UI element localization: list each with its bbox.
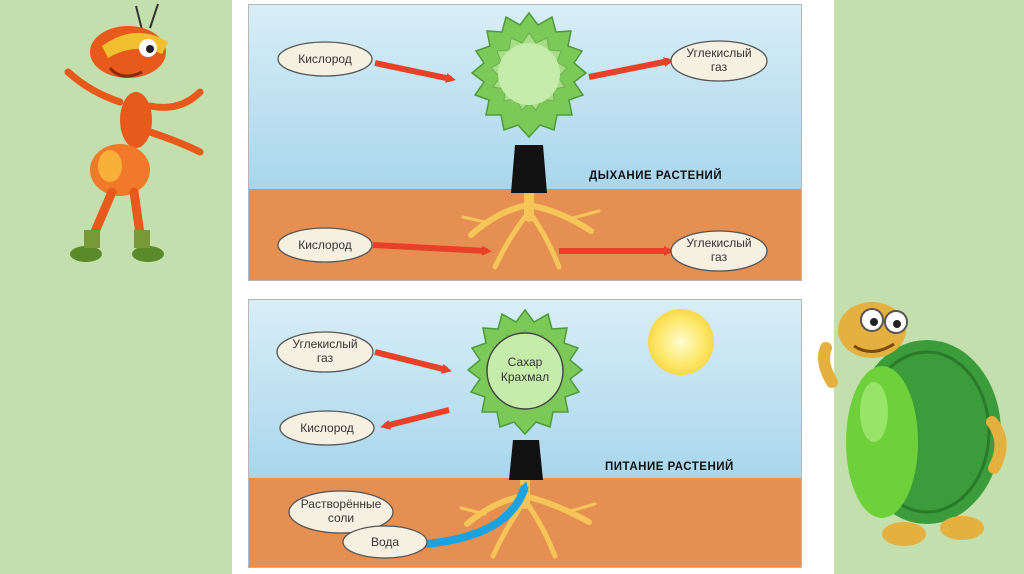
arrow-leaves-to-oxygen bbox=[380, 407, 450, 430]
respiration-caption: ДЫХАНИЕ РАСТЕНИЙ bbox=[589, 169, 722, 182]
oxygen-leaves-oval: Кислород bbox=[277, 41, 373, 77]
trunk bbox=[511, 145, 547, 193]
respiration-panel: Кислород Углекислый газ Кислород Углекис… bbox=[248, 4, 802, 281]
trunk bbox=[509, 440, 543, 480]
arrow-oxygen-to-leaves bbox=[374, 60, 456, 83]
nutrition-caption: ПИТАНИЕ РАСТЕНИЙ bbox=[605, 460, 734, 473]
arrow-oxygen-to-roots bbox=[372, 242, 492, 256]
turtle-character-illustration bbox=[818, 302, 1007, 546]
svg-text:Углекислый: Углекислый bbox=[686, 236, 751, 250]
co2-leaves-oval: Углекислый газ bbox=[670, 40, 768, 82]
svg-text:Вода: Вода bbox=[371, 535, 399, 549]
svg-text:Кислород: Кислород bbox=[298, 52, 352, 66]
co2-roots-oval: Углекислый газ bbox=[670, 230, 768, 272]
svg-text:Растворённые: Растворённые bbox=[301, 497, 382, 511]
svg-text:газ: газ bbox=[711, 60, 728, 74]
crown-label-starch: Крахмал bbox=[501, 370, 549, 384]
arrow-leaves-to-co2 bbox=[588, 57, 674, 80]
svg-text:Углекислый: Углекислый bbox=[292, 337, 357, 351]
svg-text:соли: соли bbox=[328, 511, 354, 525]
arrow-co2-to-leaves bbox=[374, 349, 452, 374]
co2-input-oval: Углекислый газ bbox=[276, 331, 374, 373]
nutrition-panel: Сахар Крахмал Углекислый газ Кислород Ра… bbox=[248, 299, 802, 568]
roots bbox=[461, 186, 601, 270]
oxygen-roots-oval: Кислород bbox=[277, 227, 373, 263]
ant-character-illustration bbox=[64, 3, 204, 262]
svg-text:Кислород: Кислород bbox=[298, 238, 352, 252]
roots bbox=[459, 471, 597, 559]
sun bbox=[648, 309, 714, 375]
svg-text:Кислород: Кислород bbox=[300, 421, 354, 435]
crown-label-sugar: Сахар bbox=[508, 355, 543, 369]
svg-text:Углекислый: Углекислый bbox=[686, 46, 751, 60]
svg-text:газ: газ bbox=[711, 250, 728, 264]
crown-center-circle bbox=[486, 332, 564, 410]
svg-text:газ: газ bbox=[317, 351, 334, 365]
water-oval: Вода bbox=[342, 525, 428, 559]
dissolved-salts-oval: Растворённые соли bbox=[288, 490, 394, 534]
oxygen-output-oval: Кислород bbox=[279, 410, 375, 446]
arrow-water-to-tree bbox=[424, 481, 529, 548]
